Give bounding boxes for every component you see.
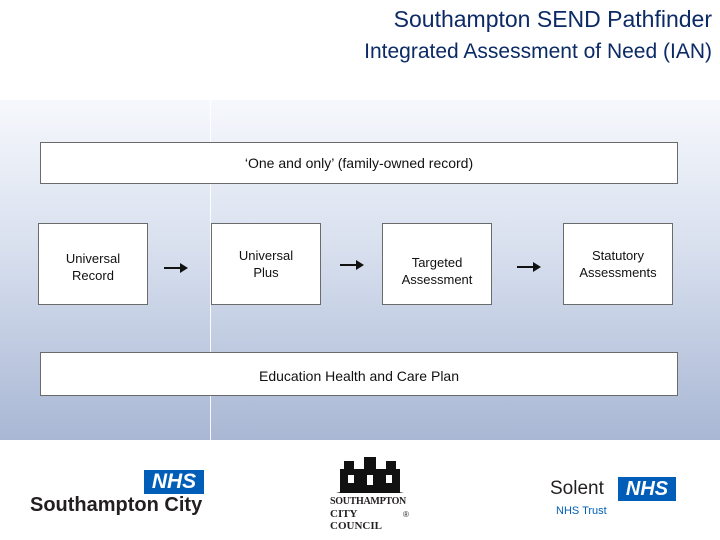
stage-universal-plus: Universal Plus — [211, 223, 321, 305]
page-title: Southampton SEND Pathfinder — [393, 6, 712, 32]
stage-universal-record: Universal Record — [38, 223, 148, 305]
arrow-right-icon — [164, 263, 188, 273]
stage-label-line1: Universal — [65, 251, 121, 266]
city-council-crest-icon — [336, 457, 404, 493]
stage-statutory-assessments: Statutory Assessments — [563, 223, 673, 305]
nhs-badge: NHS — [618, 477, 676, 501]
family-record-label: ‘One and only’ (family-owned record) — [244, 154, 474, 171]
city-council-logo: SOUTHAMPTON CITY COUNCIL ® — [330, 455, 410, 535]
arrow-right-icon — [340, 260, 364, 270]
stage-label-line2: Assessment — [401, 272, 473, 287]
stage-targeted-assessment: Targeted Assessment — [382, 223, 492, 305]
ehc-plan-band: Education Health and Care Plan — [40, 352, 678, 396]
panel-divider — [210, 100, 211, 440]
registered-mark: ® — [403, 510, 409, 519]
nhs-badge: NHS — [144, 470, 204, 494]
southampton-city-label: Southampton City — [30, 494, 203, 516]
stage-label-line2: Assessments — [579, 265, 657, 280]
southampton-city-nhs-logo: NHS Southampton City — [28, 462, 208, 522]
stage-label-line2: Record — [72, 268, 114, 283]
arrow-right-icon — [517, 262, 541, 272]
stage-label-line1: Universal — [238, 248, 294, 263]
family-record-band: ‘One and only’ (family-owned record) — [40, 142, 678, 184]
page-subtitle: Integrated Assessment of Need (IAN) — [364, 40, 712, 63]
stage-label-line1: Statutory — [591, 248, 645, 263]
solent-label: Solent — [550, 478, 604, 499]
solent-nhs-logo: Solent NHS NHS Trust — [548, 474, 688, 524]
council-label-line1: SOUTHAMPTON — [330, 496, 406, 507]
stage-label-line2: Plus — [253, 265, 279, 280]
ehc-plan-label: Education Health and Care Plan — [258, 368, 460, 384]
nhs-trust-label: NHS Trust — [556, 505, 607, 517]
stage-label-line1: Targeted — [411, 255, 463, 270]
council-label-line2: CITY COUNCIL — [330, 508, 382, 532]
